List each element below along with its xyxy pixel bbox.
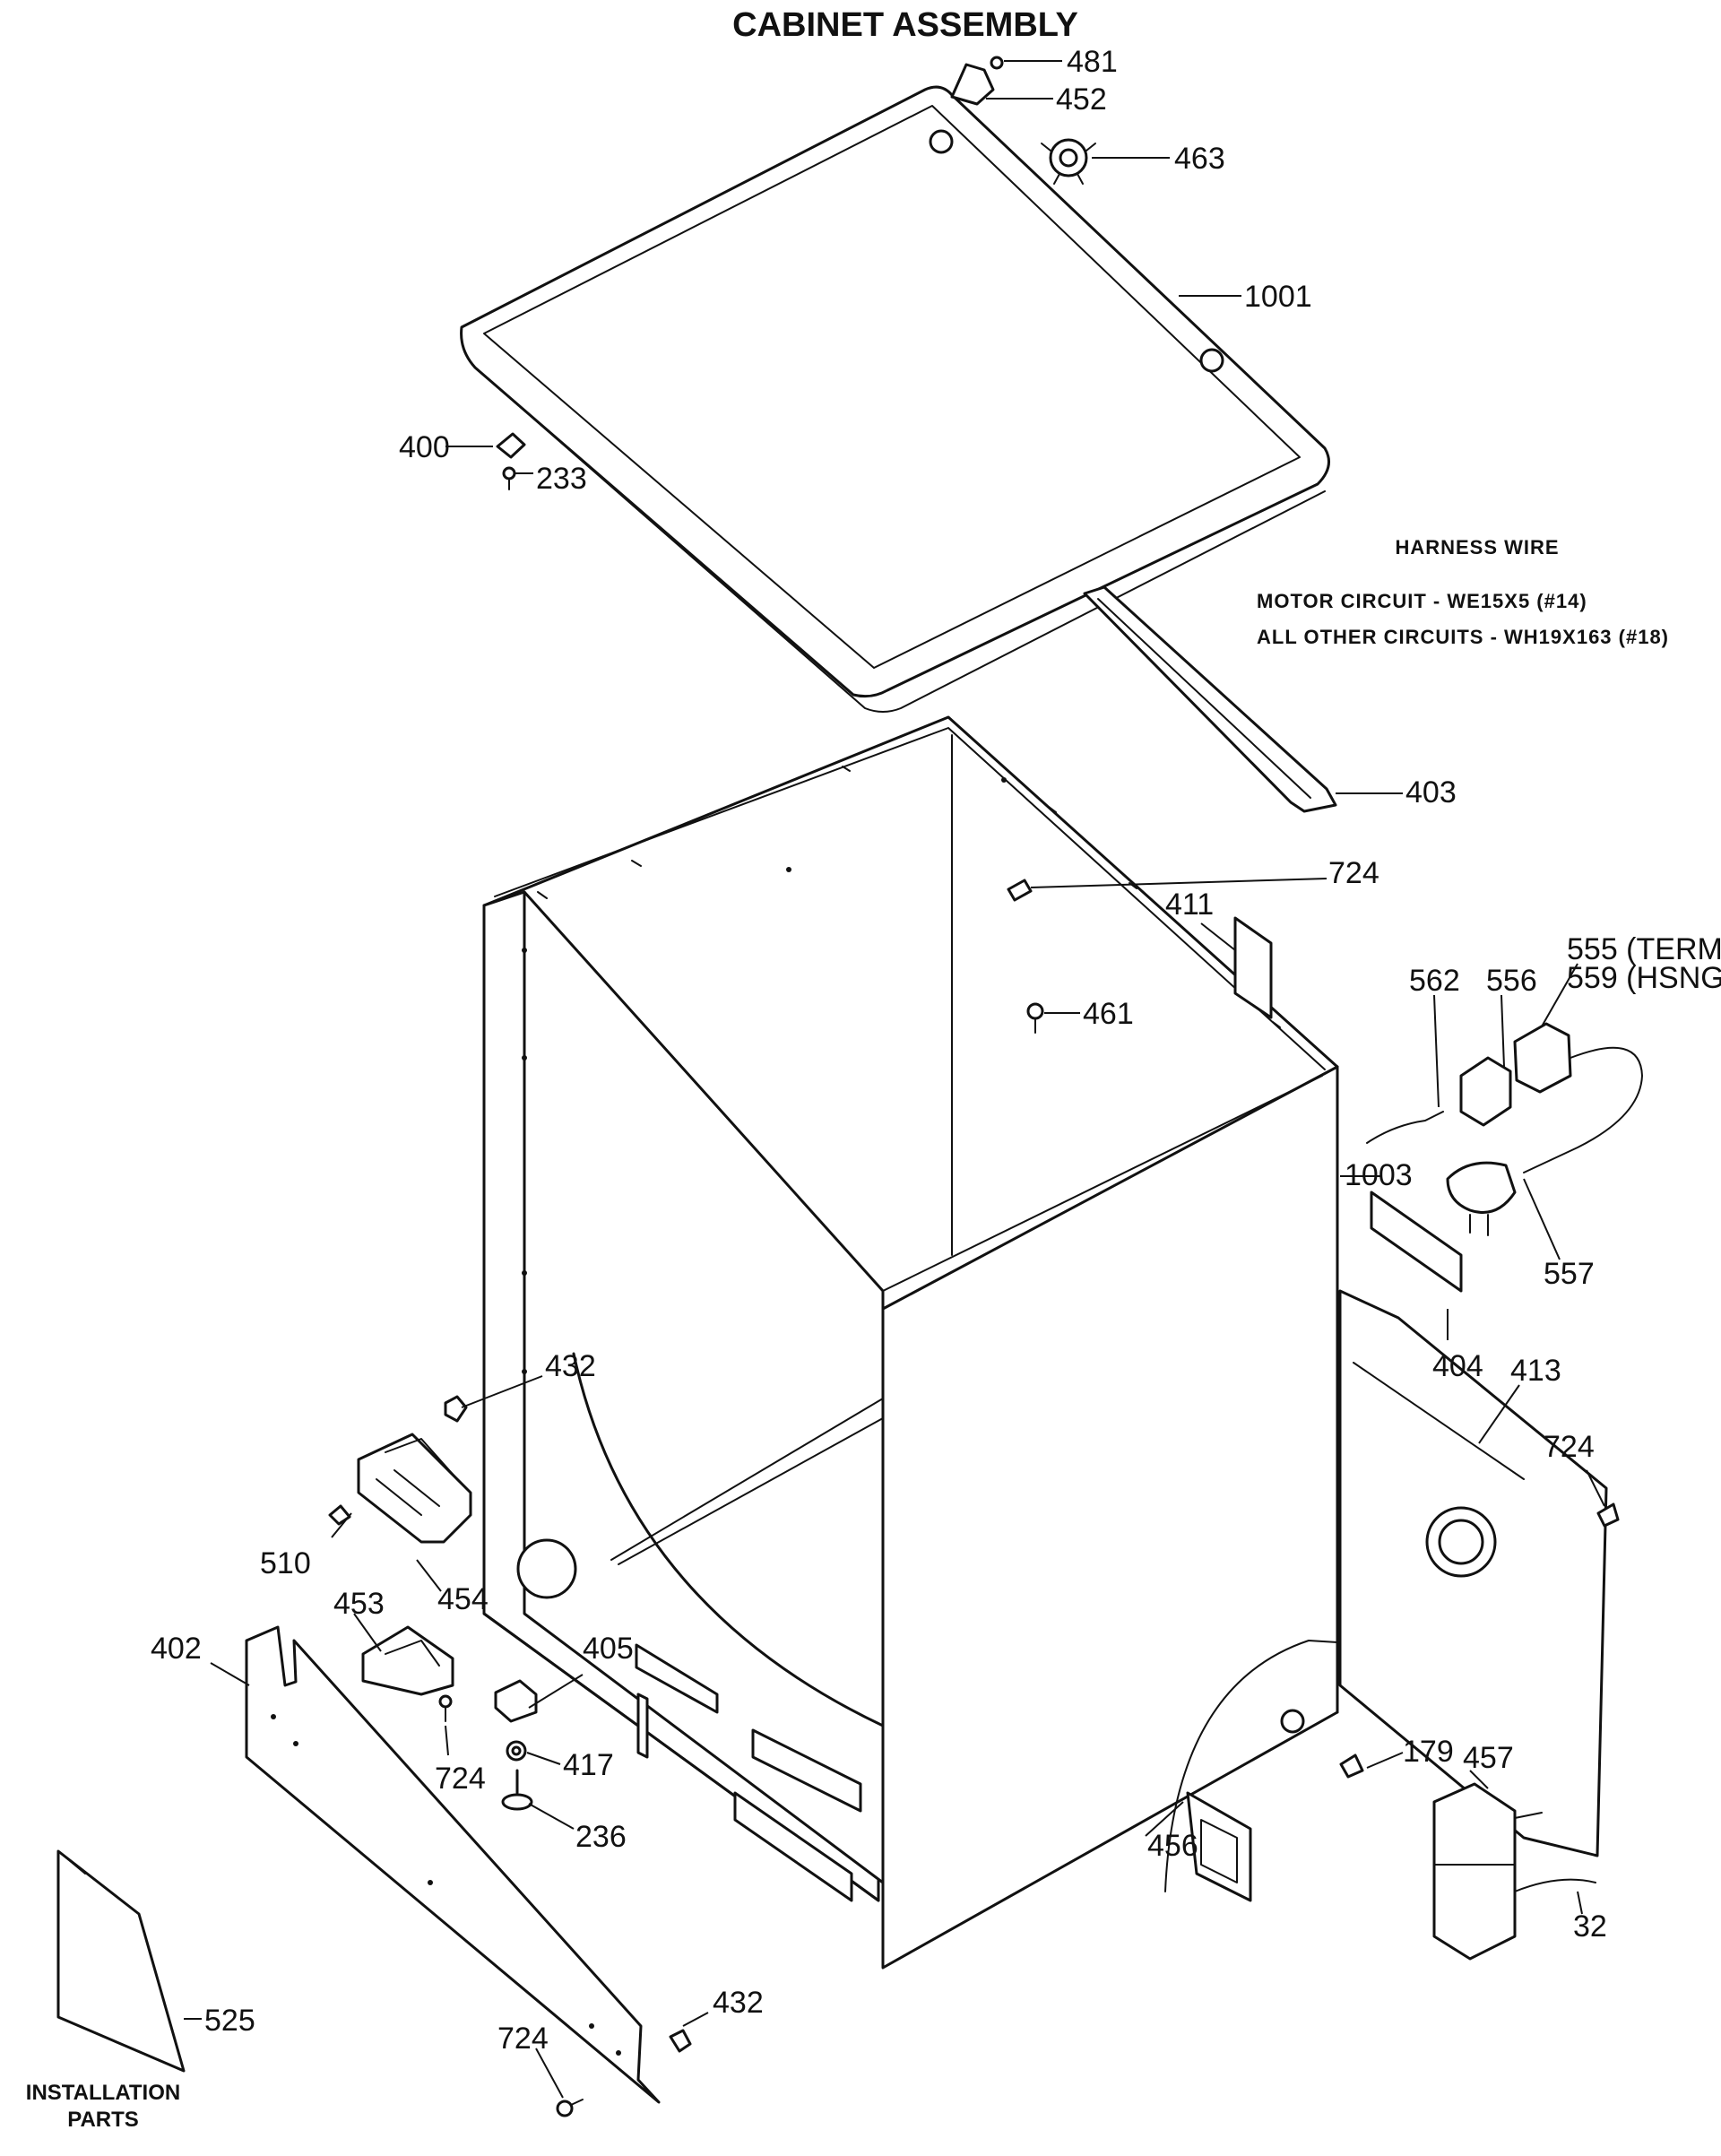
label-1001: 1001 [1244,280,1312,314]
label-724-bottom: 724 [497,2022,549,2056]
clip-405 [494,1679,538,1723]
bracket-456 [1186,1791,1252,1902]
screw-179 [1339,1753,1364,1779]
leveling-leg-236 [501,1769,533,1811]
cord-assembly [1366,1022,1643,1236]
label-510: 510 [260,1546,311,1580]
toe-panel-402 [245,1625,661,2104]
hinge-bracket [950,56,1004,106]
clip-432-left [444,1395,468,1423]
installation-line2: PARTS [67,2108,139,2132]
label-461: 461 [1083,997,1134,1031]
screw-724-top [1007,879,1033,902]
installation-envelope [56,1849,186,2073]
label-724-top: 724 [1328,856,1379,890]
label-32: 32 [1573,1909,1607,1944]
label-463: 463 [1174,142,1225,176]
screw-724-rear [1596,1502,1620,1528]
label-432-bottom: 432 [713,1986,764,2020]
label-454: 454 [437,1582,489,1616]
screw-724-mid [438,1694,453,1722]
label-556: 556 [1486,964,1537,998]
harness-heading: HARNESS WIRE [1395,536,1559,558]
label-413: 413 [1510,1354,1561,1388]
label-236: 236 [575,1820,627,1854]
harness-strip [1083,585,1337,813]
block-457 [1432,1782,1596,1961]
plate-404 [1370,1191,1463,1293]
label-405: 405 [583,1632,634,1666]
top-panel [460,85,1330,713]
bracket-453 [361,1625,454,1696]
harness-wire-note: HARNESS WIRE MOTOR CIRCUIT - WE15X5 (#14… [1257,536,1669,648]
label-233: 233 [536,462,587,496]
label-432-left: 432 [545,1349,596,1383]
label-724-mid: 724 [435,1762,486,1796]
label-403: 403 [1405,775,1457,810]
label-402: 402 [151,1632,202,1666]
label-404: 404 [1432,1349,1483,1383]
installation-caption: INSTALLATION PARTS [26,2081,180,2132]
label-525: 525 [204,2004,255,2038]
label-456: 456 [1147,1829,1198,1863]
bracket-454 [357,1433,472,1544]
leader-lines [184,60,1605,2099]
label-453: 453 [333,1587,385,1621]
screw-724-bottom [556,2099,584,2117]
label-724-rear: 724 [1544,1430,1595,1464]
diagram-title: CABINET ASSEMBLY [732,6,1078,44]
cap-part [1041,138,1096,185]
installation-line1: INSTALLATION [26,2081,180,2105]
harness-other-line: ALL OTHER CIRCUITS - WH19X163 (#18) [1257,626,1669,648]
rear-panel-413 [1338,1289,1608,1857]
label-179: 179 [1403,1735,1454,1769]
plate-411 [1233,916,1273,1019]
label-559: 559 (HSNG) [1567,961,1721,995]
label-555: 555 (TERM) [1567,932,1721,966]
label-452: 452 [1056,82,1107,117]
part-labels: 481 452 463 1001 400 233 403 724 411 461… [151,45,1721,2056]
label-1003: 1003 [1345,1158,1413,1192]
screw-233 [502,466,516,490]
screw-461 [1026,1002,1044,1034]
nut-417 [506,1740,527,1762]
label-417: 417 [563,1748,614,1782]
screw-510 [328,1504,351,1526]
harness-motor-line: MOTOR CIRCUIT - WE15X5 (#14) [1257,590,1587,612]
label-557: 557 [1544,1257,1595,1291]
clip-400 [496,432,526,459]
cabinet-body [482,715,1339,1970]
label-562: 562 [1409,964,1460,998]
label-457: 457 [1463,1741,1514,1775]
label-400: 400 [399,430,450,464]
clip-432-bottom [669,2029,692,2053]
label-411: 411 [1165,888,1214,922]
label-481: 481 [1067,45,1118,79]
